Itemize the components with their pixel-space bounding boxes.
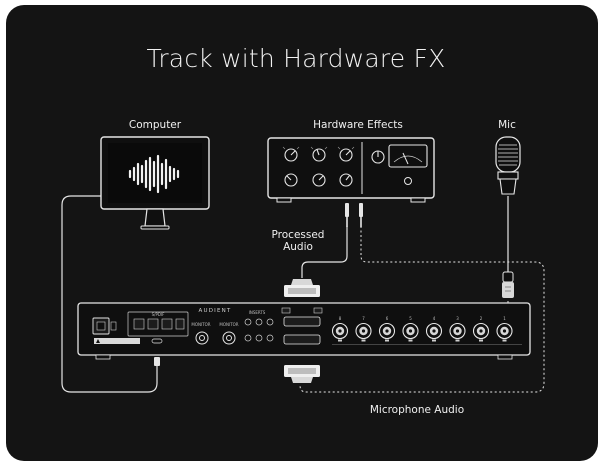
processed-audio-cable [301, 226, 348, 278]
power-inlet-icon [92, 317, 117, 335]
waveform-icon [128, 154, 180, 194]
xlr-input-6: 6 [378, 316, 396, 342]
xlr-input-3: 3 [449, 316, 466, 342]
xlr-input-7: 7 [355, 316, 372, 342]
channel-number-label: 2 [480, 316, 483, 321]
dsub-ports [283, 316, 321, 345]
svg-text:INSERTS: INSERTS [249, 310, 266, 315]
xlr-input-1: 1 [496, 316, 513, 342]
microphone-audio-label: Microphone Audio [370, 404, 464, 416]
xlr-input-5: 5 [402, 316, 419, 342]
diagram-title: Track with Hardware FX [147, 44, 446, 73]
audio-interface: S/PDIF AUDIENT MONITOR MONITOR INSERTS [77, 302, 531, 360]
hardware-effects-label: Hardware Effects [313, 119, 403, 131]
computer-icon [100, 136, 210, 230]
dsub-connector-output [284, 365, 320, 383]
computer-label: Computer [129, 119, 182, 131]
svg-text:MONITOR: MONITOR [191, 322, 210, 327]
microphone-icon [495, 136, 521, 195]
power-button-icon [404, 177, 412, 185]
xlr-input-2: 2 [472, 316, 490, 342]
optical-ports [281, 307, 323, 314]
xlr-combo-inputs: 8 7 6 5 4 3 2 1 [331, 316, 513, 342]
channel-number-label: 4 [433, 316, 436, 321]
xlr-plug-icon [502, 271, 514, 298]
dsub-connector-input [284, 279, 320, 297]
channel-number-label: 1 [503, 316, 506, 321]
channel-number-label: 6 [386, 316, 389, 321]
usb-cable [61, 195, 158, 393]
svg-text:S/PDIF: S/PDIF [152, 312, 166, 317]
channel-number-label: 7 [362, 316, 365, 321]
effects-knobs [284, 148, 353, 187]
hardware-effects-unit [267, 137, 435, 203]
svg-text:MONITOR: MONITOR [219, 322, 238, 327]
channel-number-label: 5 [409, 316, 412, 321]
channel-number-label: 3 [456, 316, 459, 321]
monitor-output-jacks [195, 331, 236, 345]
processed-audio-label-line1: Processed [272, 229, 325, 241]
warning-label-icon [94, 338, 140, 344]
usb-port-icon [151, 338, 163, 344]
interface-brand-label: AUDIENT [199, 308, 232, 314]
insert-jacks [244, 318, 274, 342]
effects-jack-plugs [345, 203, 363, 227]
channel-number-label: 8 [339, 316, 342, 321]
usb-plug-icon [154, 357, 160, 366]
processed-audio-label-line2: Audio [283, 241, 313, 253]
xlr-input-8: 8 [331, 316, 349, 342]
mic-label: Mic [498, 119, 516, 131]
xlr-input-4: 4 [425, 316, 443, 342]
send-cable-dashed [299, 226, 545, 393]
diagram-card [6, 5, 598, 461]
